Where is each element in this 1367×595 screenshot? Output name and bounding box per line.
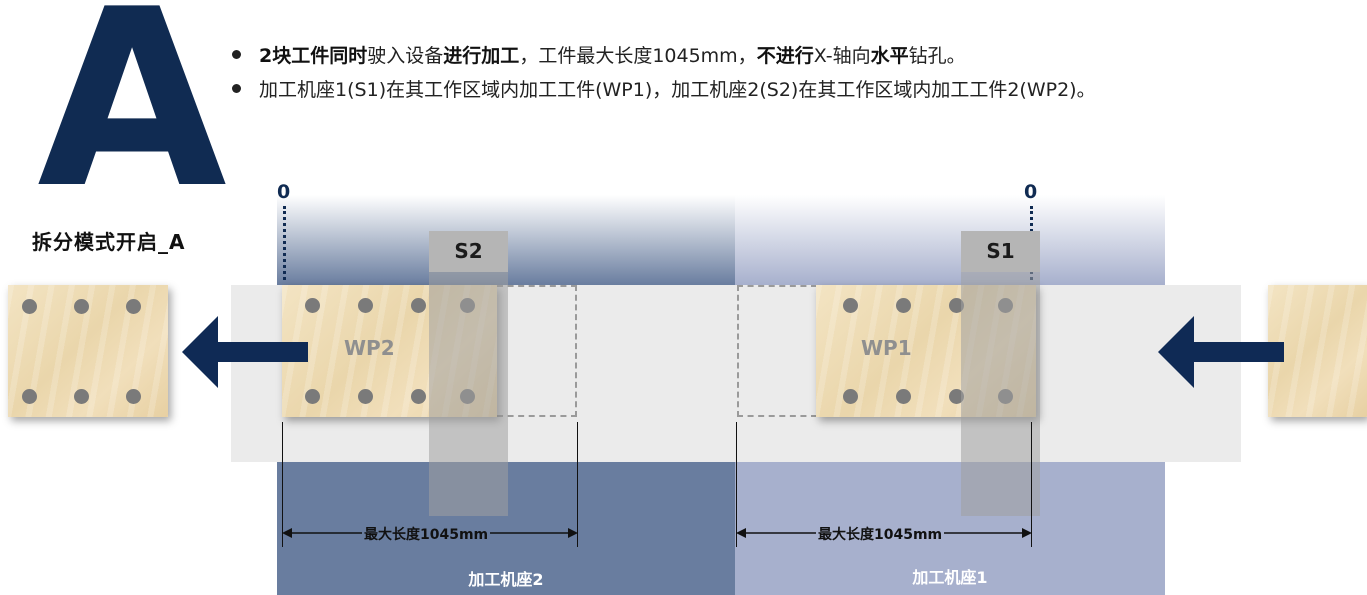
bullet-1-part-2: 进行加工 xyxy=(443,45,520,67)
infeed-arrow-icon xyxy=(1158,316,1284,388)
workpiece-wp1-label: WP1 xyxy=(861,336,912,360)
bullet-1-part-3: ，工件最大长度1045mm， xyxy=(519,45,757,67)
dimension-left-label: 最大长度1045mm xyxy=(362,524,491,544)
mode-label: 拆分模式开启_A xyxy=(32,230,186,254)
station-2-label: 加工机座2 xyxy=(468,570,544,589)
bullet-1-part-7: 钻孔。 xyxy=(908,45,966,67)
bullet-dot-icon xyxy=(232,84,241,93)
bullet-1-part-1: 驶入设备 xyxy=(367,45,444,67)
zero-line-left xyxy=(283,206,286,280)
station-1-upper-area xyxy=(735,195,1165,285)
spindle-s2-body xyxy=(429,272,508,516)
bullet-1-part-6: 水平 xyxy=(870,45,909,67)
station-1-label: 加工机座1 xyxy=(912,568,988,587)
station-1-lower-area xyxy=(735,462,1165,595)
workpiece-wp2-label: WP2 xyxy=(344,336,395,360)
dimension-left-start-tick xyxy=(282,422,283,547)
spindle-s1-head: S1 xyxy=(961,231,1040,272)
bullet-1: 2块工件同时驶入设备进行加工，工件最大长度1045mm，不进行X-轴向水平钻孔。 xyxy=(232,40,1096,74)
max-length-outline-left xyxy=(497,285,577,417)
bullet-1-part-5: X-轴向 xyxy=(813,45,871,67)
bullet-dot-icon xyxy=(232,50,241,59)
dimension-right-label: 最大长度1045mm xyxy=(816,524,945,544)
bullet-2-part-0: 加工机座1(S1)在其工作区域内加工工件(WP1)，加工机座2(S2)在其工作区… xyxy=(259,79,1096,101)
mode-letter: A xyxy=(37,0,227,242)
outfeed-arrow-icon xyxy=(182,316,308,388)
spindle-s2-head: S2 xyxy=(429,231,508,272)
max-length-outline-right xyxy=(737,285,817,417)
bullet-1-part-4: 不进行 xyxy=(756,45,814,67)
zero-point-right: 0 xyxy=(1024,181,1038,203)
outgoing-workpiece xyxy=(8,285,168,417)
bullet-2: 加工机座1(S1)在其工作区域内加工工件(WP1)，加工机座2(S2)在其工作区… xyxy=(232,74,1096,108)
dimension-right-start-tick xyxy=(736,422,737,547)
spindle-s1-body xyxy=(961,272,1040,516)
description-list: 2块工件同时驶入设备进行加工，工件最大长度1045mm，不进行X-轴向水平钻孔。… xyxy=(232,40,1096,108)
incoming-workpiece xyxy=(1268,285,1367,417)
bullet-1-part-0: 2块工件同时 xyxy=(259,45,368,67)
dimension-left-end-tick xyxy=(577,422,578,547)
zero-point-left: 0 xyxy=(277,181,291,203)
dimension-right-end-tick xyxy=(1031,422,1032,547)
